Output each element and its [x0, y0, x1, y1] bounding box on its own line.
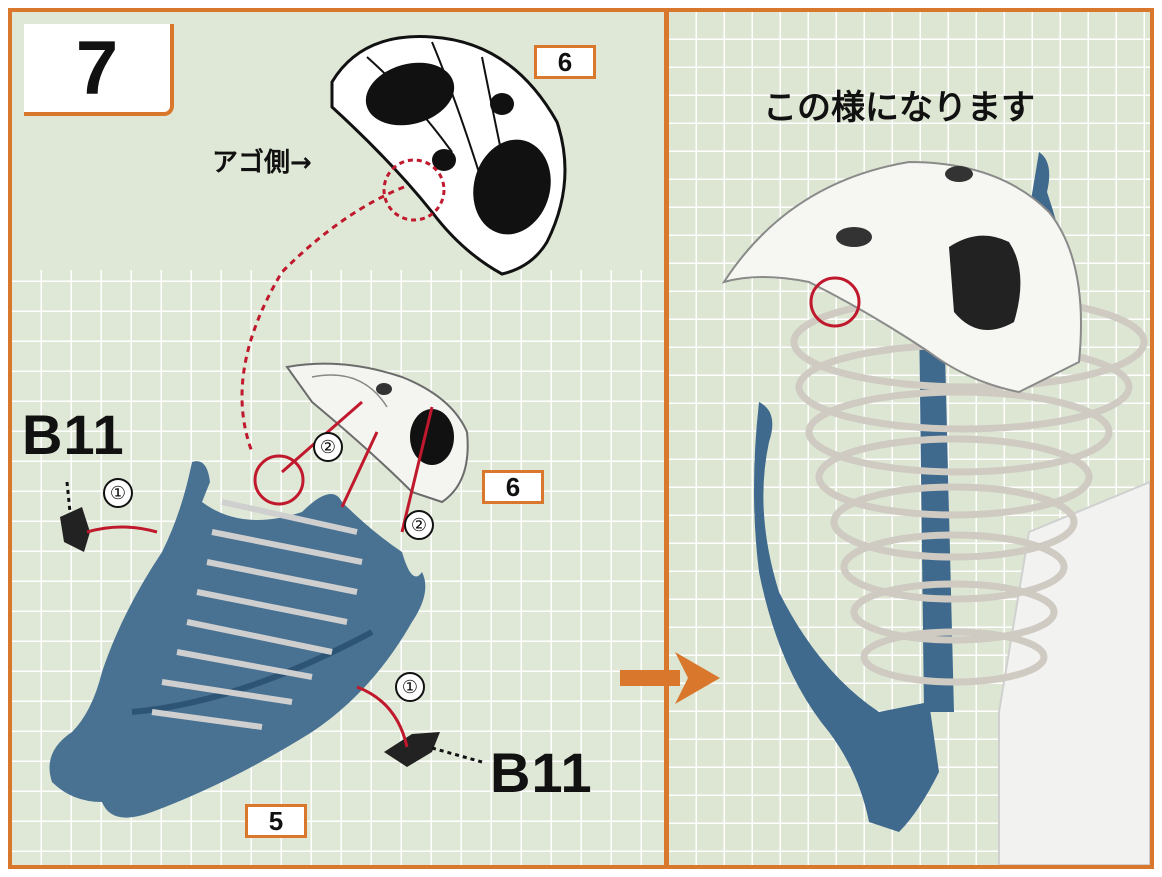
jaw-side-label: アゴ側→ — [212, 142, 312, 179]
part-label-top: 6 — [534, 45, 596, 79]
result-photo — [669, 12, 1150, 865]
step-number: 7 — [24, 24, 174, 116]
skull-part-diagram — [332, 37, 565, 274]
clip-label-bottom: B11 — [490, 740, 593, 805]
step-marker-1-top: ① — [103, 478, 133, 508]
part-label-base: 5 — [245, 804, 307, 838]
part-label-mid: 6 — [482, 470, 544, 504]
result-panel: この様になります — [669, 12, 1150, 865]
step-marker-2-bottom: ② — [404, 510, 434, 540]
clip-label-top: B11 — [22, 402, 125, 467]
assembly-panel: 7 6 6 5 アゴ側→ B11 B11 ① ① ② ② — [12, 12, 664, 865]
step-marker-2-top: ② — [313, 432, 343, 462]
result-caption: この様になります — [763, 80, 1035, 129]
next-arrow-icon — [620, 652, 724, 704]
step-marker-1-bottom: ① — [395, 672, 425, 702]
